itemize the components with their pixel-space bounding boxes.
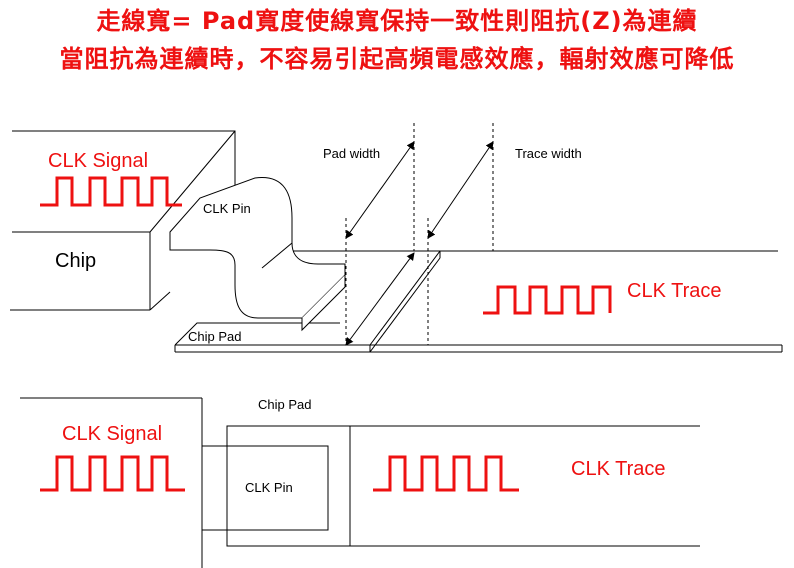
chip-block [10,130,236,311]
clk-trace-waveform-bottom [373,455,519,492]
title-line-2: 當阻抗為連續時，不容易引起高頻電感效應，輻射效應可降低 [59,45,735,73]
clk-trace-label-top: CLK Trace [627,280,721,302]
trace-width-arrow [427,141,494,239]
clk-signal-label-bottom: CLK Signal [62,423,162,445]
clk-signal-waveform-bottom [40,455,185,492]
trace-bottom [350,425,700,547]
chip-label: Chip [55,250,96,272]
clk-pin-lead [169,177,346,332]
title-line-1: 走線寬= Pad寬度使線寬保持一致性則阻抗(Z)為連續 [96,7,698,35]
clk-pin-label-top: CLK Pin [203,201,251,216]
top-diagram [10,123,783,353]
clk-signal-waveform-top [40,176,182,207]
clk-pin-rect [201,445,329,531]
clk-pin-label-bottom: CLK Pin [245,480,293,495]
pad-width-arrow-lower [345,252,415,346]
clk-trace-label-bottom: CLK Trace [571,458,665,480]
chip-pad-plate [174,322,370,353]
clk-trace-waveform-top [483,285,612,315]
chip-pad-label-bottom: Chip Pad [258,397,311,412]
bottom-diagram [20,397,700,568]
chip-pad-label-top: Chip Pad [188,329,241,344]
trace-width-label: Trace width [515,146,582,161]
pad-width-label: Pad width [323,146,380,161]
pad-width-arrow-upper [345,141,415,239]
chip-pad-rect [226,425,351,547]
clk-signal-label-top: CLK Signal [48,150,148,172]
